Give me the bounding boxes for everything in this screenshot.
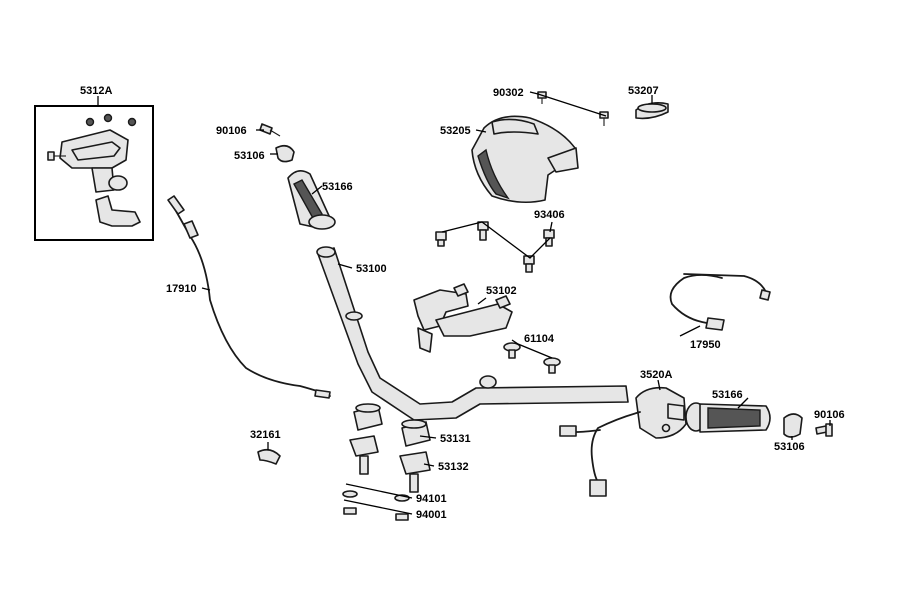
switch-3520A — [635, 386, 687, 439]
label-53205: 53205 — [440, 125, 471, 137]
bolt-61104-b — [543, 357, 561, 374]
handlebar-cover — [471, 115, 579, 204]
end-cap-right — [783, 413, 803, 438]
riser-53131-b — [401, 419, 431, 447]
right-grip — [685, 402, 771, 433]
cable-17950 — [669, 273, 771, 331]
bolt-93406-d — [543, 229, 555, 247]
end-cap-left — [275, 144, 295, 163]
cap-53207 — [635, 102, 669, 120]
label-94101: 94101 — [416, 493, 447, 505]
label-53132: 53132 — [438, 461, 469, 473]
left-grip — [287, 170, 336, 230]
label-17910: 17910 — [166, 283, 197, 295]
part-labels: 5312A 90106 53106 53166 90302 53207 5320… — [80, 85, 845, 521]
bolt-93406-b — [477, 221, 489, 241]
label-53102: 53102 — [486, 285, 517, 297]
riser-53132-b — [399, 451, 431, 493]
clamp-32161 — [257, 448, 281, 465]
bolt-90106-left — [259, 123, 281, 137]
nut-94001 — [343, 507, 409, 521]
label-17950: 17950 — [690, 339, 721, 351]
label-90302: 90302 — [493, 87, 524, 99]
master-cylinder — [47, 113, 141, 227]
riser-53132-a — [349, 435, 379, 475]
label-90106-right: 90106 — [814, 409, 845, 421]
label-53106-right: 53106 — [774, 441, 805, 453]
washer-94101 — [342, 490, 410, 502]
label-53106-left: 53106 — [234, 150, 265, 162]
riser-53131-a — [353, 403, 383, 431]
label-53166-right: 53166 — [712, 389, 743, 401]
label-53131: 53131 — [440, 433, 471, 445]
label-32161: 32161 — [250, 429, 281, 441]
label-3520A: 3520A — [640, 369, 672, 381]
label-53207: 53207 — [628, 85, 659, 97]
bolt-90106-right — [815, 423, 833, 437]
bolt-93406-a — [435, 231, 447, 247]
leader-lines — [97, 91, 831, 515]
detail-box — [34, 105, 154, 241]
switch-wiring — [559, 411, 641, 497]
label-5312A: 5312A — [80, 85, 112, 97]
label-61104: 61104 — [524, 333, 555, 345]
cable-17910 — [167, 195, 331, 399]
master-cylinder-group — [34, 105, 154, 241]
label-93406: 93406 — [534, 209, 565, 221]
bolt-61104-a — [503, 342, 521, 359]
label-90106-left: 90106 — [216, 125, 247, 137]
label-94001: 94001 — [416, 509, 447, 521]
bracket-53102 — [413, 283, 513, 353]
label-53100: 53100 — [356, 263, 387, 275]
handlebar-53100 — [316, 246, 629, 421]
label-53166-left: 53166 — [322, 181, 353, 193]
bolt-93406-c — [523, 255, 535, 273]
